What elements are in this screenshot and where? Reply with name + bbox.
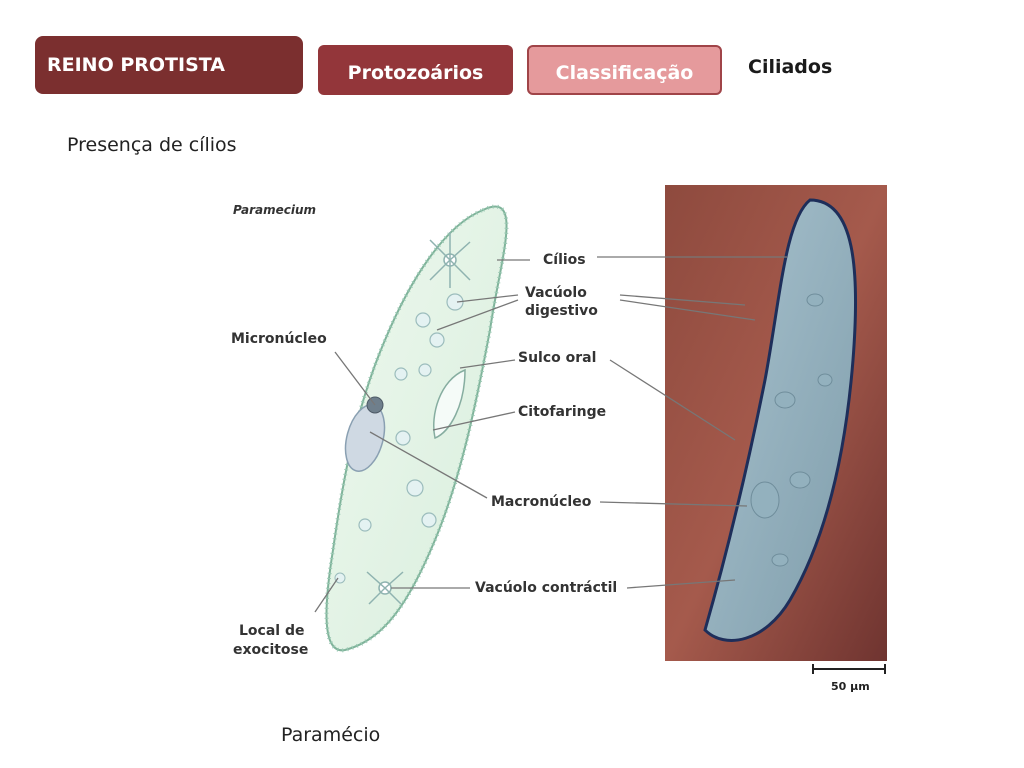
nav-ciliados: Ciliados [748, 56, 832, 78]
label-micronucleo: Micronúcleo [231, 331, 327, 347]
scale-bar: 50 µm [812, 664, 886, 693]
paramecium-figure: Paramecium [231, 185, 887, 693]
label-local-exocitose-2: exocitose [233, 642, 308, 658]
nav-protozoarios[interactable]: Protozoários [318, 45, 513, 95]
label-vacuolo-digestivo-1: Vacúolo [525, 285, 587, 301]
scale-bar-label: 50 µm [831, 680, 870, 693]
nav-reino-protista[interactable]: REINO PROTISTA [35, 36, 303, 94]
label-sulco-oral: Sulco oral [518, 350, 596, 366]
figure-title: Paramecium [233, 203, 316, 217]
paramecium-drawing [324, 204, 509, 653]
nav-protozoarios-label: Protozoários [347, 62, 484, 84]
label-vacuolo-digestivo-2: digestivo [525, 303, 598, 319]
nav-classificacao-label: Classificação [555, 62, 694, 84]
paramecium-photo [665, 185, 887, 661]
label-cilios: Cílios [543, 252, 586, 268]
nav-reino-label: REINO PROTISTA [47, 54, 225, 76]
figure-caption: Paramécio [281, 724, 381, 746]
label-local-exocitose-1: Local de [239, 623, 304, 639]
label-vacuolo-contractil: Vacúolo contráctil [475, 580, 617, 596]
label-macronucleo: Macronúcleo [491, 494, 592, 510]
slide-subtitle: Presença de cílios [67, 134, 237, 156]
nav-ciliados-label: Ciliados [748, 56, 833, 78]
nav-classificacao[interactable]: Classificação [527, 45, 722, 95]
leader-lines [314, 256, 787, 613]
label-citofaringe: Citofaringe [518, 404, 606, 420]
